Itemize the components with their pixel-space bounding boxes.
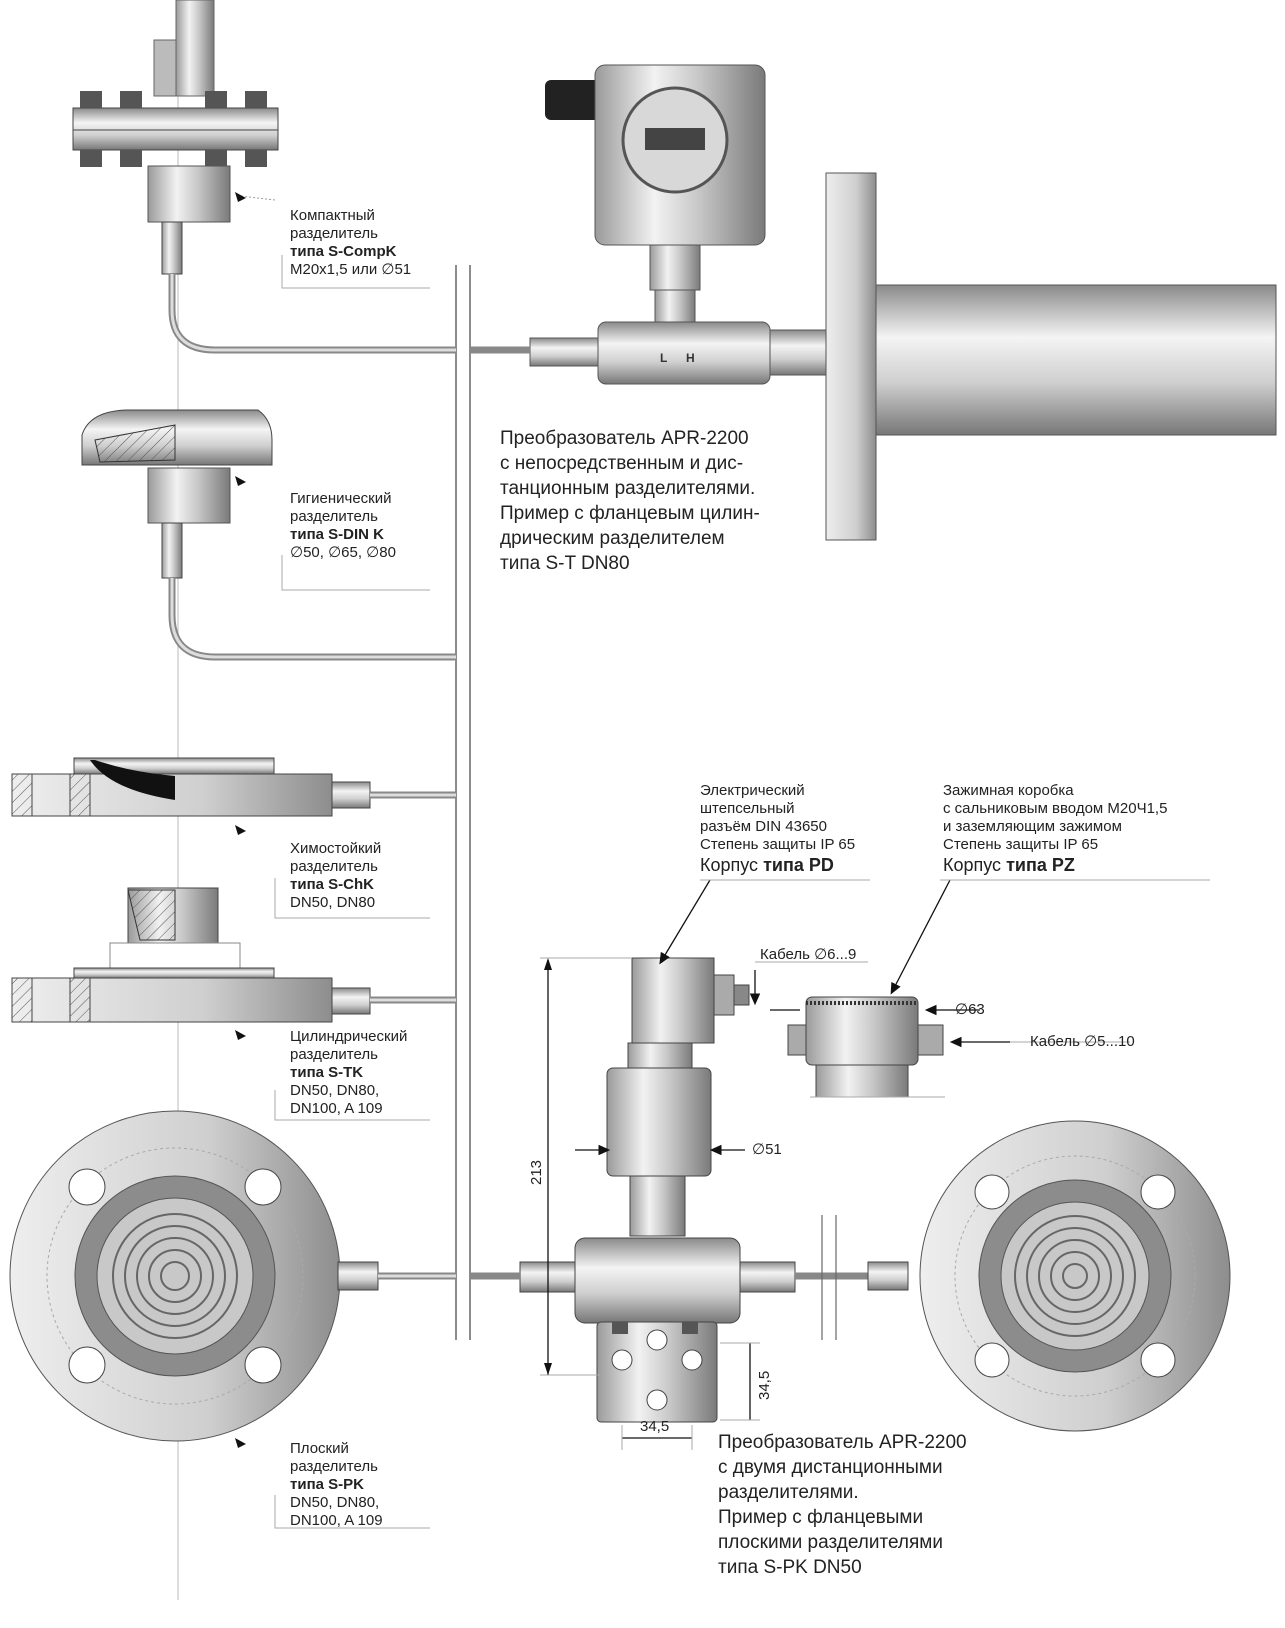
transmitter-top-graphic [470, 64, 1277, 541]
hygienic-line3: типа S-DIN K [290, 526, 384, 543]
flat-line5: DN100, A 109 [290, 1512, 383, 1529]
housing-pz-line5-pre: Корпус [943, 855, 1007, 875]
compact-line4: M20x1,5 или ∅51 [290, 261, 412, 278]
compact-seal-graphic [72, 0, 456, 354]
housing-pd-line5-pre: Корпус [700, 855, 764, 875]
flat-line2: разделитель [290, 1458, 378, 1475]
transmitter-top-line4: Пример с фланцевым цилин- [500, 503, 760, 524]
transmitter-top-line5: дрическим разделителем [500, 528, 725, 549]
flat-line3: типа S-PK [290, 1476, 364, 1493]
chemical-line2: разделитель [290, 858, 378, 875]
housing-pz-line2: с сальниковым вводом M20Ч1,5 [943, 800, 1168, 817]
compact-line1: Компактный [290, 207, 375, 224]
label-housing-pd: Электрический штепсельный разъём DIN 436… [700, 782, 855, 876]
hygienic-line2: разделитель [290, 508, 378, 525]
housing-pd-line4: Степень защиты IP 65 [700, 836, 856, 853]
housing-pd-line5-bold: типа PD [763, 855, 834, 875]
cylindrical-line1: Цилиндрический [290, 1028, 408, 1045]
flat-seal-right-graphic [867, 1120, 1231, 1432]
transmitter-bottom-graphic [470, 957, 868, 1423]
housing-pd-line1: Электрический [700, 782, 805, 799]
label-hygienic-seal: Гигиенический разделитель типа S-DIN K ∅… [290, 490, 396, 562]
marking-low: L [660, 351, 667, 365]
hygienic-line1: Гигиенический [290, 490, 392, 507]
cylindrical-line5: DN100, A 109 [290, 1100, 383, 1117]
housing-pz-line3: и заземляющим зажимом [943, 818, 1122, 835]
label-chemical-seal: Химостойкий разделитель типа S-ChK DN50,… [290, 840, 381, 912]
transmitter-bottom-line4: Пример с фланцевыми [718, 1507, 924, 1528]
dim-cable-pz: Кабель ∅5...10 [1030, 1033, 1135, 1050]
housing-pd-line2: штепсельный [700, 800, 795, 817]
dim-height-34-5: 34,5 [756, 1370, 773, 1400]
label-transmitter-top: Преобразователь APR-2200 с непосредствен… [500, 426, 760, 576]
housing-pz-line1: Зажимная коробка [943, 782, 1074, 799]
label-compact-seal: Компактный разделитель типа S-CompK M20x… [290, 207, 411, 279]
hygienic-seal-graphic [81, 409, 456, 661]
dim-cable-pd: Кабель ∅6...9 [760, 946, 857, 963]
compact-line3: типа S-CompK [290, 243, 397, 260]
cylindrical-line3: типа S-TK [290, 1064, 364, 1081]
transmitter-top-line6: типа S-T DN80 [500, 553, 630, 574]
label-cylindrical-seal: Цилиндрический разделитель типа S-TK DN5… [290, 1028, 407, 1118]
label-flat-seal: Плоский разделитель типа S-PK DN50, DN80… [290, 1440, 383, 1530]
chemical-line4: DN50, DN80 [290, 894, 376, 911]
chemical-seal-graphic [11, 757, 456, 817]
dim-height-213: 213 [528, 1159, 545, 1185]
clamp-box-graphic [787, 996, 944, 1098]
dim-diameter-51: ∅51 [752, 1141, 782, 1158]
cylindrical-line4: DN50, DN80, [290, 1082, 380, 1099]
transmitter-bottom-line2: с двумя дистанционными [718, 1457, 943, 1478]
transmitter-top-line2: с непосредственным и дис- [500, 453, 744, 474]
transmitter-bottom-line3: разделителями. [718, 1482, 859, 1503]
chemical-line1: Химостойкий [290, 840, 382, 857]
dim-width-34-5: 34,5 [640, 1418, 670, 1435]
chemical-line3: типа S-ChK [290, 876, 374, 893]
flat-line1: Плоский [290, 1440, 349, 1457]
transmitter-bottom-line1: Преобразователь APR-2200 [718, 1432, 967, 1453]
dim-diameter-63: ∅63 [955, 1001, 985, 1018]
cylindrical-line2: разделитель [290, 1046, 378, 1063]
label-housing-pz: Зажимная коробка с сальниковым вводом M2… [943, 782, 1167, 876]
transmitter-top-line3: танционным разделителями. [500, 478, 756, 499]
transmitter-bottom-line5: плоскими разделителями [718, 1532, 943, 1553]
housing-pz-line5-bold: типа PZ [1006, 855, 1075, 875]
compact-line2: разделитель [290, 225, 378, 242]
housing-pd-line3: разъём DIN 43650 [700, 818, 827, 835]
transmitter-bottom-line6: типа S-PK DN50 [718, 1557, 862, 1578]
cylindrical-seal-graphic [11, 887, 456, 1023]
housing-pz-line4: Степень защиты IP 65 [943, 836, 1099, 853]
flat-line4: DN50, DN80, [290, 1494, 380, 1511]
marking-high: H [686, 351, 695, 365]
flat-seal-left-graphic [9, 1110, 456, 1442]
label-transmitter-bottom: Преобразователь APR-2200 с двумя дистанц… [718, 1430, 967, 1580]
transmitter-top-line1: Преобразователь APR-2200 [500, 428, 749, 449]
hygienic-line4: ∅50, ∅65, ∅80 [290, 544, 396, 561]
